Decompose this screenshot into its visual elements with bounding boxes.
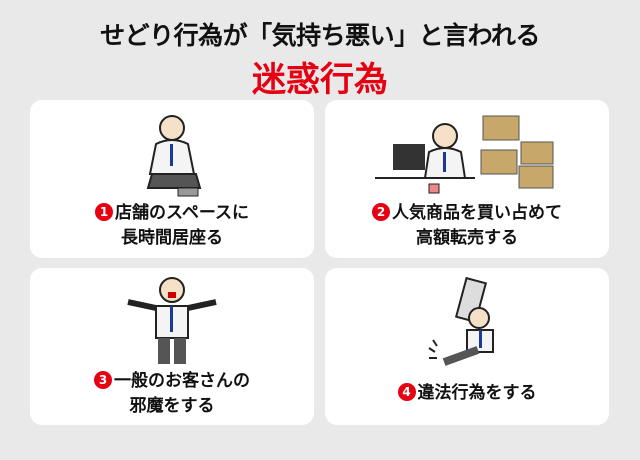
- computer-and-boxes-illustration: [375, 115, 554, 194]
- arms-spread-man-illustration: [127, 277, 217, 364]
- label-line-1: 人気商品を買い占めて: [392, 203, 562, 223]
- number-badge: 3: [94, 371, 112, 389]
- label-line-1: 一般のお客さんの: [114, 371, 250, 391]
- page-subtitle: 迷惑行為: [252, 60, 388, 100]
- label-line-2: 高額転売する: [416, 228, 518, 248]
- label-line-1: 店舗のスペースに: [115, 203, 249, 223]
- crouching-man-illustration: [146, 115, 202, 197]
- number-badge: 2: [372, 203, 390, 221]
- number-badge: 1: [95, 203, 114, 221]
- smashing-cart-man-illustration: [428, 276, 494, 366]
- label-line-1: 違法行為をする: [417, 383, 537, 403]
- label-line-2: 長時間居座る: [121, 228, 223, 248]
- number-badge: 4: [397, 383, 416, 401]
- page-title: せどり行為が「気持ち悪い」と言われる: [100, 21, 540, 50]
- label-line-2: 邪魔をする: [129, 396, 215, 416]
